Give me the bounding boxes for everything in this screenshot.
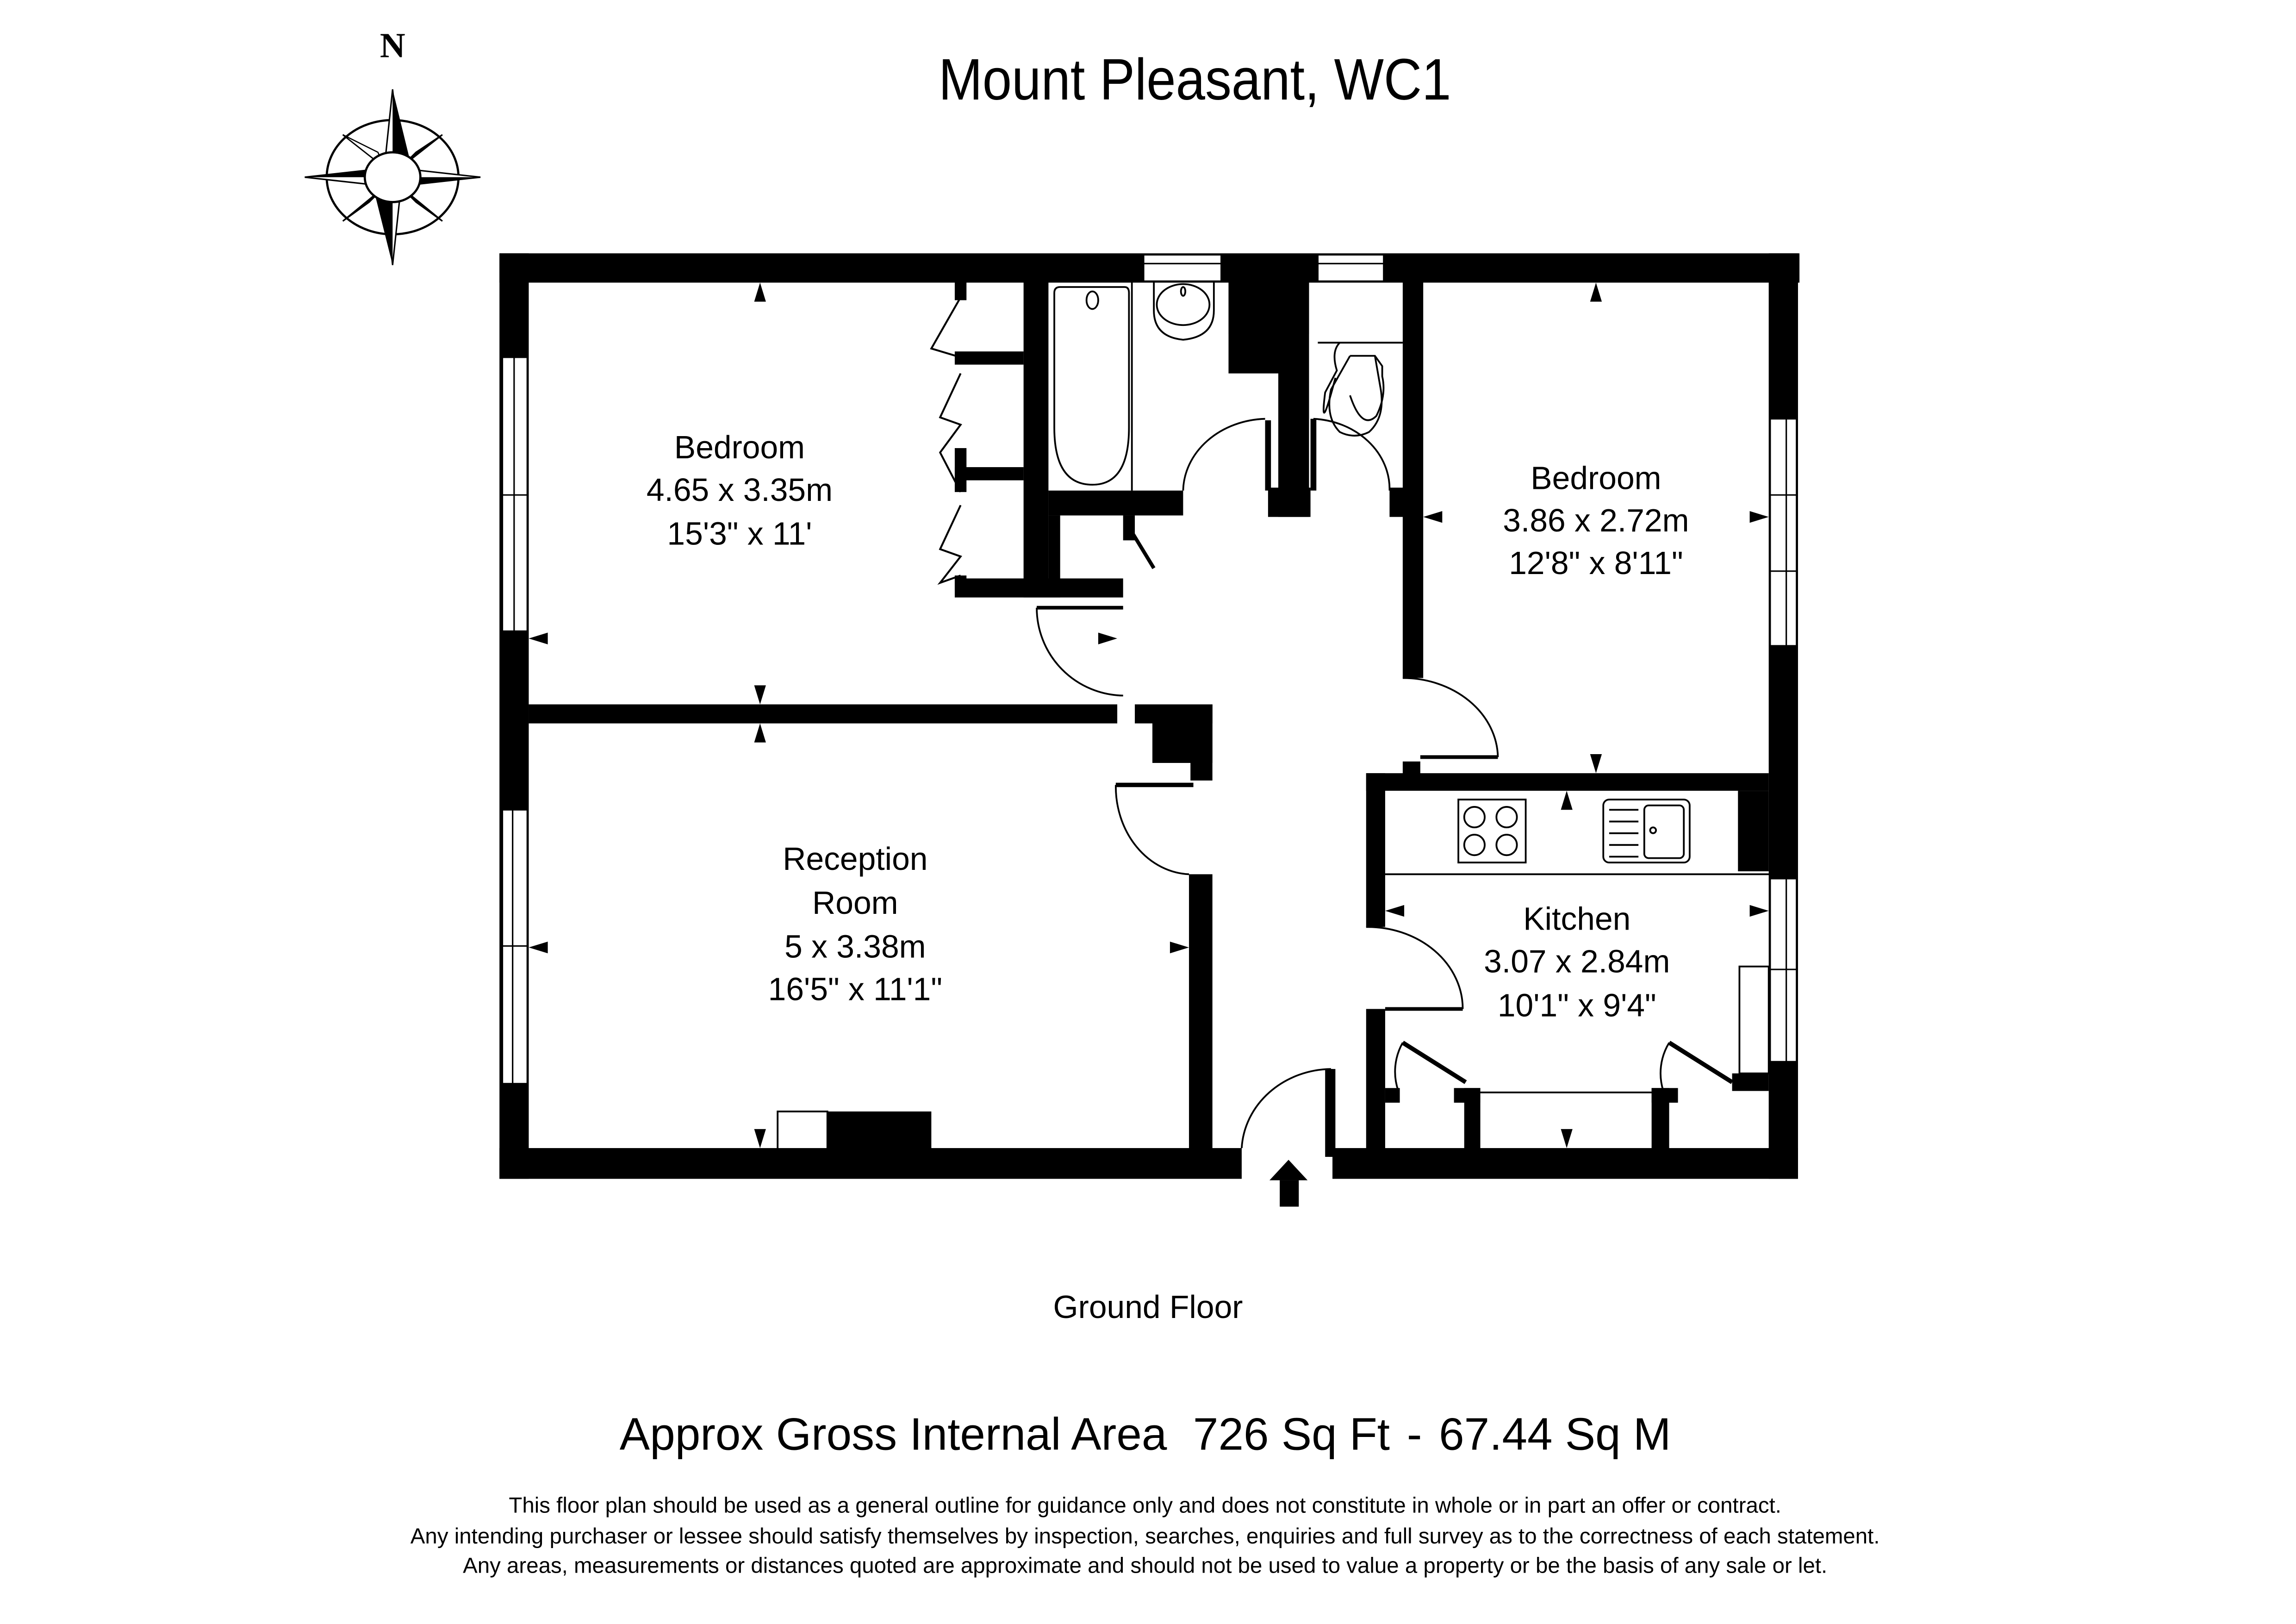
room-name-line1: Reception [783, 841, 927, 877]
page-title: Mount Pleasant, WC1 [939, 47, 1451, 112]
room-reception: Reception Room 5 x 3.38m 16'5" x 11'1" [768, 841, 942, 1007]
disclaimer: This floor plan should be used as a gene… [411, 1493, 1880, 1578]
area-summary: Approx Gross Internal Area 726 Sq Ft - 6… [620, 1409, 1671, 1460]
room-dims-imperial: 10'1" x 9'4" [1498, 987, 1656, 1023]
walls [499, 253, 1800, 1179]
room-name-line2: Room [812, 885, 898, 921]
kitchen-sink-icon [1602, 799, 1691, 864]
room-name: Bedroom [1531, 460, 1661, 496]
room-bedroom-2: Bedroom 3.86 x 2.72m 12'8" x 8'11" [1503, 460, 1689, 581]
room-dims-metric: 5 x 3.38m [784, 929, 926, 965]
wash-basin-icon [1153, 282, 1215, 341]
area-label: Approx Gross Internal Area [620, 1409, 1167, 1460]
room-dims-metric: 3.07 x 2.84m [1484, 943, 1670, 979]
door-kitchen[interactable] [1366, 926, 1464, 1011]
kitchen-closet-doors[interactable] [1394, 1041, 1734, 1092]
dimension-markers [529, 282, 1769, 1148]
disclaimer-line: This floor plan should be used as a gene… [509, 1493, 1781, 1518]
room-dims-imperial: 15'3" x 11' [667, 516, 812, 552]
kitchen-tall-unit [1738, 965, 1770, 1074]
floor-label: Ground Floor [1053, 1289, 1243, 1325]
room-bedroom-1: Bedroom 4.65 x 3.35m 15'3" x 11' [647, 429, 833, 552]
room-dims-metric: 4.65 x 3.35m [647, 472, 833, 508]
hob-icon [1457, 799, 1527, 864]
door-airing-cupboard[interactable] [1132, 533, 1156, 569]
window-bathroom [1143, 254, 1222, 282]
windows [501, 254, 1798, 1085]
door-bathroom[interactable] [1182, 418, 1271, 491]
fixtures [777, 282, 1770, 1151]
door-reception[interactable] [1115, 782, 1194, 875]
area-sq-ft: 726 Sq Ft [1193, 1409, 1390, 1460]
room-kitchen: Kitchen 3.07 x 2.84m 10'1" x 9'4" [1484, 901, 1670, 1024]
disclaimer-line: Any intending purchaser or lessee should… [411, 1524, 1880, 1549]
door-bedroom-1[interactable] [1036, 606, 1123, 697]
doors [930, 297, 1734, 1157]
fireplace-hearth [777, 1110, 828, 1151]
room-dims-imperial: 12'8" x 8'11" [1509, 545, 1683, 581]
compass-rose-icon: N [305, 26, 481, 265]
area-separator: - [1407, 1409, 1422, 1460]
area-sq-m: 67.44 Sq M [1439, 1409, 1671, 1460]
window-bedroom-2 [1769, 418, 1798, 647]
room-dims-metric: 3.86 x 2.72m [1503, 502, 1689, 538]
door-wc[interactable] [1310, 418, 1391, 491]
room-dims-imperial: 16'5" x 11'1" [768, 971, 942, 1007]
bathtub-icon [1053, 282, 1133, 491]
room-name: Bedroom [674, 429, 805, 465]
window-wc [1317, 254, 1385, 282]
door-entrance[interactable] [1241, 1068, 1333, 1157]
room-name: Kitchen [1523, 901, 1630, 937]
wardrobe-doors[interactable] [930, 297, 962, 585]
disclaimer-line: Any areas, measurements or distances quo… [463, 1553, 1827, 1578]
door-bedroom-2[interactable] [1402, 677, 1499, 759]
entrance-arrow-icon [1269, 1160, 1308, 1207]
north-label: N [380, 26, 405, 65]
toilet-icon [1318, 342, 1403, 437]
